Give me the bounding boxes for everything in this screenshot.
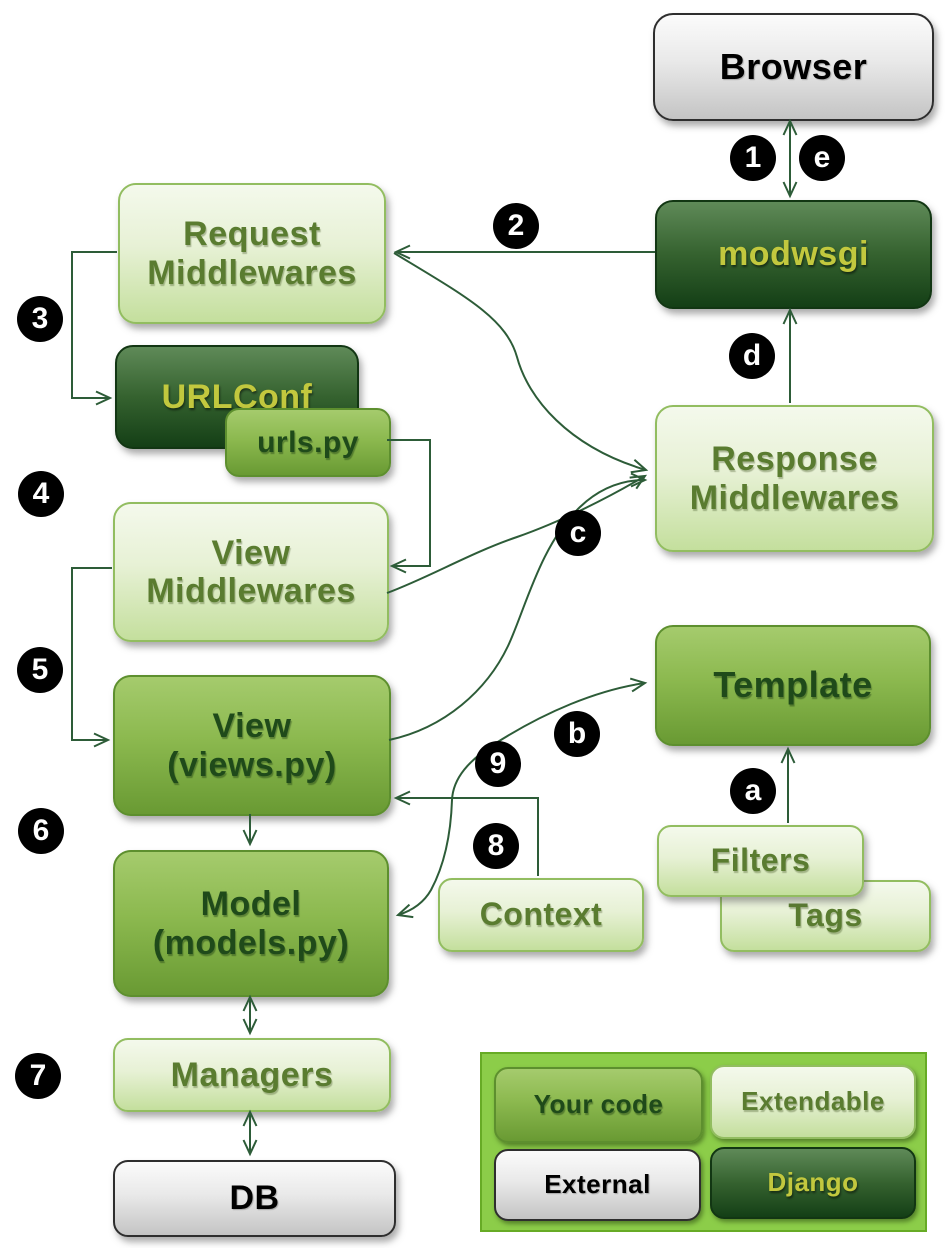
step-marker-8: 8	[473, 823, 519, 869]
edge-view-to-response_middlewares	[388, 472, 648, 741]
node-managers: Managers	[113, 1038, 391, 1112]
step-marker-9: 9	[475, 741, 521, 787]
step-marker-1: 1	[730, 135, 776, 181]
legend-item-extendable: Extendable	[710, 1065, 916, 1139]
node-request-middlewares: Request Middlewares	[118, 183, 386, 324]
legend-item-external: External	[494, 1149, 701, 1221]
edge-view_middlewares-to-view	[71, 567, 112, 748]
node-view-middlewares: View Middlewares	[113, 502, 389, 642]
step-marker-d: d	[729, 333, 775, 379]
node-browser: Browser	[653, 13, 934, 121]
step-marker-5: 5	[17, 647, 63, 693]
step-marker-c: c	[555, 510, 601, 556]
node-context: Context	[438, 878, 644, 952]
edge-request_middlewares-to-urlconf	[71, 251, 117, 406]
node-urls-py: urls.py	[225, 408, 391, 477]
step-marker-7: 7	[15, 1053, 61, 1099]
step-marker-4: 4	[18, 471, 64, 517]
legend-item-your-code: Your code	[494, 1067, 703, 1143]
legend-item-django: Django	[710, 1147, 916, 1219]
legend: Your code Extendable External Django	[480, 1052, 927, 1232]
step-marker-b: b	[554, 711, 600, 757]
edge-view_middlewares-to-response_middlewares	[386, 474, 648, 594]
step-marker-2: 2	[493, 203, 539, 249]
step-marker-e: e	[799, 135, 845, 181]
step-marker-a: a	[730, 768, 776, 814]
node-db: DB	[113, 1160, 396, 1237]
node-filters: Filters	[657, 825, 864, 897]
edge-urls_py-to-view_middlewares	[387, 439, 431, 574]
step-marker-6: 6	[18, 808, 64, 854]
node-view: View (views.py)	[113, 675, 391, 816]
edge-request_middlewares-to-response_middlewares	[393, 252, 649, 474]
node-response-middlewares: Response Middlewares	[655, 405, 934, 552]
step-marker-3: 3	[17, 296, 63, 342]
node-template: Template	[655, 625, 931, 746]
node-modwsgi: modwsgi	[655, 200, 932, 309]
node-model: Model (models.py)	[113, 850, 389, 997]
